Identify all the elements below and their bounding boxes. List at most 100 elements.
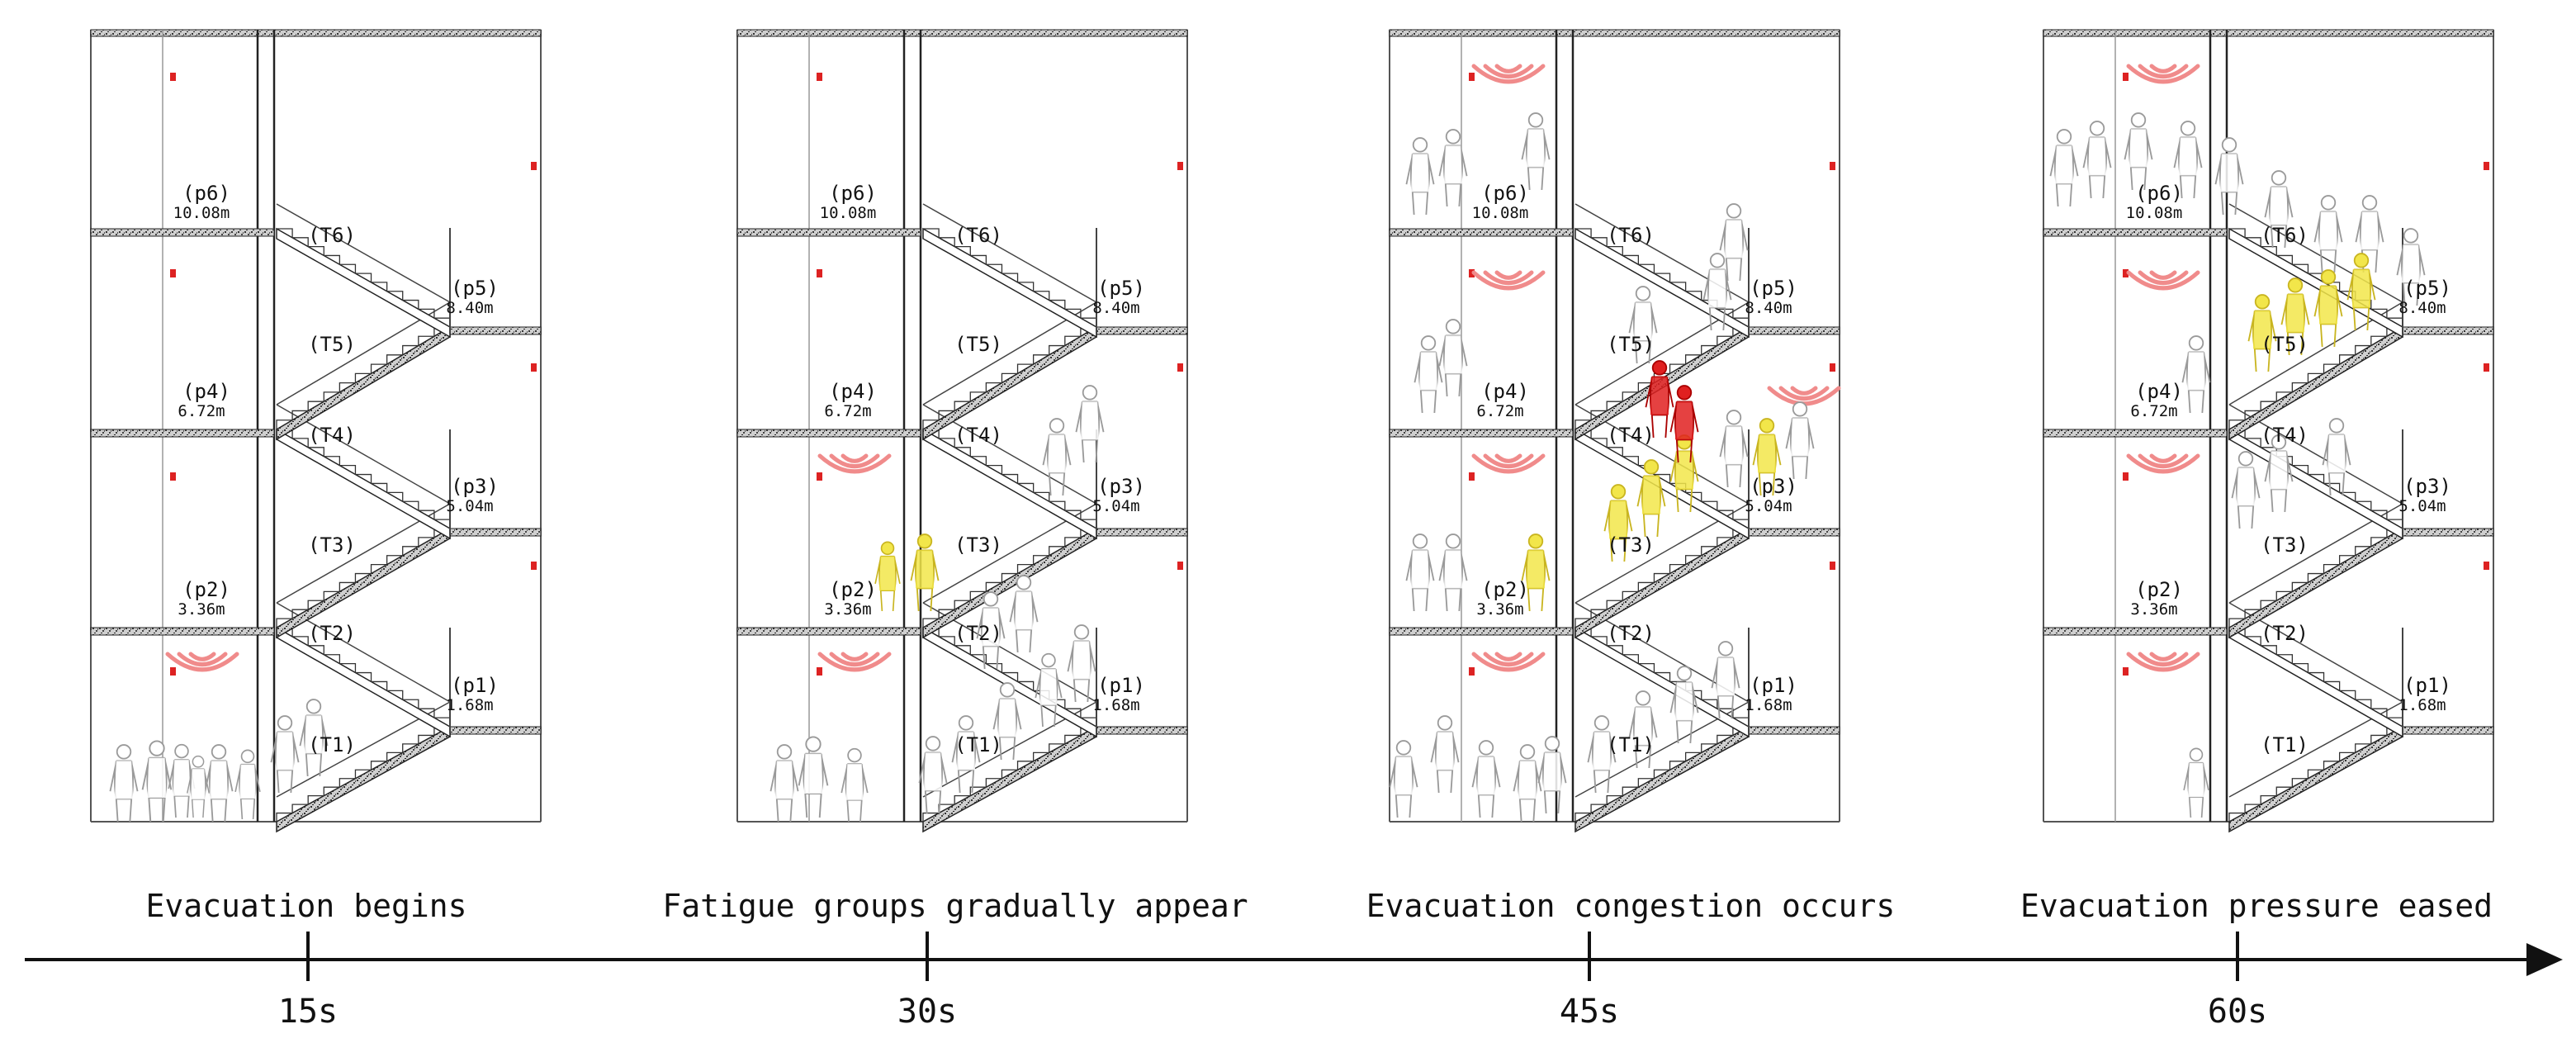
landing-height-p5: 8.40m (446, 299, 493, 317)
pedestrian-figure (2313, 269, 2343, 348)
landing-height-p3: 5.04m (1092, 497, 1139, 515)
flight-label-t1: (T1) (1607, 733, 1655, 756)
fire-alarm-icon (170, 472, 176, 481)
fire-alarm-icon (1830, 363, 1835, 372)
pedestrian-figure (2355, 195, 2384, 273)
pedestrian-figure (976, 591, 1006, 670)
landing-slab (2402, 326, 2494, 335)
landing-height-p2: 3.36m (178, 600, 225, 619)
landing-label-p3: (p3) (1750, 475, 1797, 498)
alarm-wave-icon (2126, 64, 2200, 84)
landing-height-p5: 8.40m (1745, 299, 1792, 317)
stair-flight (922, 725, 1097, 833)
phase-caption-4: Evacuation pressure eased (2020, 888, 2493, 924)
landing-slab (1096, 528, 1188, 537)
stair-flight (276, 725, 451, 833)
flight-label-t4: (T4) (954, 424, 1002, 447)
pedestrian-figure (1042, 418, 1072, 496)
landing-label-p2: (p2) (2135, 578, 2183, 601)
landing-label-p4: (p4) (2135, 380, 2183, 403)
panels-layer: (p1)1.68m(p2)3.36m(p3)5.04m(p4)6.72m(p5)… (90, 29, 2494, 833)
pedestrian-figure (1389, 740, 1418, 818)
roof-slab (1389, 29, 1840, 37)
landing-height-p1: 1.68m (1092, 696, 1139, 714)
pedestrian-figure (910, 533, 940, 612)
flight-label-t4: (T4) (2261, 424, 2308, 447)
landing-label-p6: (p6) (1481, 182, 1529, 205)
panel-4: (p1)1.68m(p2)3.36m(p3)5.04m(p4)6.72m(p5)… (2043, 29, 2494, 833)
phase-caption-3: Evacuation congestion occurs (1366, 888, 1896, 924)
fire-alarm-icon (2123, 73, 2129, 81)
fire-alarm-icon (170, 269, 176, 277)
landing-slab (449, 528, 542, 537)
flight-label-t4: (T4) (1607, 424, 1655, 447)
alarm-wave-icon (2126, 453, 2200, 474)
landing-label-p2: (p2) (1481, 578, 1529, 601)
pedestrian-figure (1628, 690, 1658, 769)
fire-alarm-icon (1469, 73, 1475, 81)
fire-alarm-icon (1177, 162, 1183, 170)
flight-label-t2: (T2) (308, 622, 356, 645)
pedestrian-figure (2264, 434, 2294, 513)
flight-label-t1: (T1) (2261, 733, 2308, 756)
alarm-wave-icon (2126, 270, 2200, 291)
floor-slab (90, 627, 275, 636)
landing-height-p1: 1.68m (2398, 696, 2446, 714)
pedestrian-figure (841, 747, 869, 823)
flight-label-t3: (T3) (954, 533, 1002, 557)
pedestrian-figure (299, 699, 329, 777)
pedestrian-figure (1035, 652, 1063, 728)
fire-alarm-icon (2484, 162, 2489, 170)
time-label-4: 60s (2208, 993, 2267, 1031)
pedestrian-figure (1636, 459, 1666, 538)
pedestrian-figure (1669, 385, 1699, 463)
pedestrian-figure (234, 749, 261, 820)
fire-alarm-icon (170, 667, 176, 676)
pedestrian-figure (1537, 736, 1567, 814)
floor-slab (90, 228, 275, 237)
pedestrian-figure (2247, 294, 2277, 372)
landing-slab (1748, 528, 1840, 537)
landing-label-p3: (p3) (451, 475, 499, 498)
alarm-wave-icon (817, 453, 892, 474)
pedestrian-figure (918, 736, 948, 814)
pedestrian-figure (1438, 129, 1468, 207)
landing-height-p2: 3.36m (2130, 600, 2177, 619)
pedestrian-figure (2124, 112, 2153, 191)
landing-height-p2: 3.36m (1476, 600, 1523, 619)
fire-alarm-icon (1830, 562, 1835, 570)
fire-alarm-icon (2484, 562, 2489, 570)
pedestrian-figure (109, 744, 139, 823)
floor-slab (736, 429, 921, 438)
pedestrian-figure (1009, 575, 1039, 653)
time-label-2: 30s (897, 993, 957, 1031)
fire-alarm-icon (817, 667, 822, 676)
landing-label-p1: (p1) (451, 674, 499, 697)
fire-alarm-icon (2123, 472, 2129, 481)
landing-label-p4: (p4) (1481, 380, 1529, 403)
pedestrian-figure (141, 740, 173, 823)
pedestrian-figure (1413, 335, 1443, 414)
flight-label-t2: (T2) (1607, 622, 1655, 645)
floor-slab (2043, 228, 2228, 237)
pedestrian-figure (1645, 360, 1674, 439)
pedestrian-figure (1702, 253, 1732, 331)
flight-label-t2: (T2) (954, 622, 1002, 645)
flight-label-t5: (T5) (2261, 333, 2308, 356)
landing-height-p1: 1.68m (1745, 696, 1792, 714)
landing-height-p1: 1.68m (446, 696, 493, 714)
pedestrian-figure (2181, 335, 2211, 414)
fire-alarm-icon (2123, 667, 2129, 676)
pedestrian-figure (1752, 418, 1782, 496)
floor-slab (1389, 429, 1574, 438)
fire-alarm-icon (817, 73, 822, 81)
alarm-wave-icon (165, 652, 239, 672)
landing-height-p3: 5.04m (2398, 497, 2446, 515)
landing-label-p4: (p4) (829, 380, 877, 403)
pedestrian-figure (1603, 484, 1633, 562)
pedestrian-figure (1669, 666, 1699, 744)
stair-flight (276, 428, 451, 540)
fire-alarm-icon (2123, 269, 2129, 277)
fire-alarm-icon (531, 162, 537, 170)
